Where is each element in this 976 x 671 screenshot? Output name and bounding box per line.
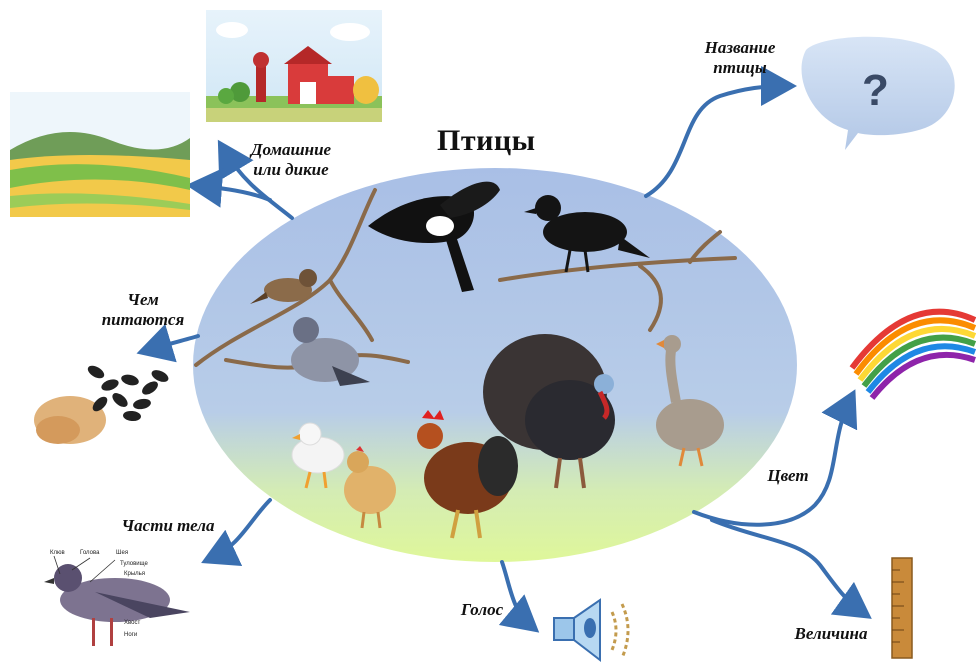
- arrow-to-seeds: [148, 336, 198, 350]
- ruler-icon: [892, 558, 912, 658]
- anatomy-label-body: Туловище: [120, 561, 148, 567]
- rainbow-picture: [852, 312, 975, 398]
- label-voice: Голос: [452, 600, 512, 620]
- farm-picture: [206, 10, 382, 122]
- anatomy-label-beak: Клюв: [50, 550, 65, 556]
- diagram-title: Птицы: [437, 124, 536, 158]
- label-body-parts: Части тела: [108, 516, 228, 536]
- anatomy-label-head: Голова: [80, 550, 99, 556]
- anatomy-label-legs: Ноги: [124, 632, 137, 638]
- question-mark-icon: ?: [862, 66, 889, 116]
- label-size: Величина: [786, 624, 876, 644]
- label-color: Цвет: [758, 466, 818, 486]
- seeds-picture: [34, 363, 170, 444]
- label-food: Чем питаются: [98, 290, 188, 330]
- anatomy-label-neck: Шея: [116, 550, 128, 556]
- label-bird-name: Название птицы: [690, 38, 790, 78]
- arrow-to-size: [712, 520, 862, 612]
- anatomy-label-tail: Хвост: [124, 620, 140, 626]
- label-habitat: Домашние или дикие: [236, 140, 346, 180]
- anatomy-label-wings: Крылья: [124, 571, 145, 577]
- speaker-icon: [554, 600, 628, 660]
- arrow-to-question: [646, 86, 785, 196]
- field-landscape-picture: [10, 92, 190, 217]
- anatomy-labels: Клюв Голова Шея Туловище Крылья Хвост Но…: [50, 550, 160, 650]
